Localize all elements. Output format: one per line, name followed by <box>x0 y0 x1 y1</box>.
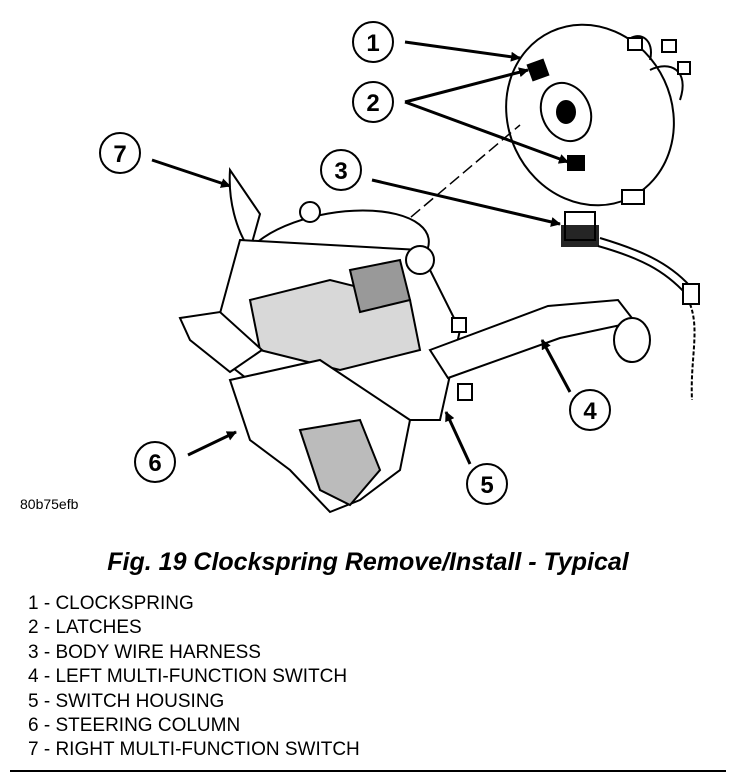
leader-arrows <box>151 40 572 465</box>
steering-column-illustration <box>178 167 473 514</box>
arrow-7 <box>151 158 231 188</box>
arrow-2b <box>404 100 569 164</box>
legend-item-body-wire-harness: 3 - BODY WIRE HARNESS <box>28 641 261 663</box>
callout-6: 6 <box>134 441 176 483</box>
legend-item-latches: 2 - LATCHES <box>28 617 142 639</box>
legend-item-clockspring: 1 - CLOCKSPRING <box>28 593 194 614</box>
callout-4: 4 <box>569 389 611 431</box>
figure-reference-code: 80b75efb <box>20 496 79 512</box>
legend-item-switch-housing: 5 - SWITCH HOUSING <box>28 690 225 712</box>
svg-text:2: 2 <box>366 90 379 117</box>
body-wire-harness-illustration <box>561 211 700 401</box>
callout-3: 3 <box>320 149 362 191</box>
callout-5: 5 <box>466 463 508 505</box>
arrow-2a <box>404 67 529 104</box>
alignment-line <box>371 124 521 251</box>
bottom-divider <box>10 770 726 772</box>
legend-item-right-multi-function-switch: 7 - RIGHT MULTI-FUNCTION SWITCH <box>28 739 360 761</box>
clockspring-illustration <box>505 23 691 207</box>
legend-item-steering-column: 6 - STEERING COLUMN <box>28 715 241 737</box>
svg-text:5: 5 <box>480 472 493 499</box>
svg-text:7: 7 <box>113 141 126 168</box>
arrow-6 <box>187 430 237 457</box>
svg-text:3: 3 <box>334 158 347 185</box>
figure-caption: Fig. 19 Clockspring Remove/Install - Typ… <box>107 548 629 576</box>
legend-item-left-multi-function-switch: 4 - LEFT MULTI-FUNCTION SWITCH <box>28 666 348 688</box>
callout-1: 1 <box>352 21 394 63</box>
svg-text:6: 6 <box>148 450 161 477</box>
left-multi-function-switch-illustration <box>428 298 651 380</box>
arrow-5 <box>444 411 472 465</box>
arrow-4 <box>540 339 572 393</box>
svg-text:1: 1 <box>366 30 379 57</box>
callout-2: 2 <box>352 81 394 123</box>
arrow-3 <box>371 178 561 227</box>
callout-7: 7 <box>99 132 141 174</box>
svg-text:4: 4 <box>583 398 597 425</box>
clockspring-diagram: 1 2 3 4 5 6 7 <box>99 21 700 514</box>
legend-list: 1 - CLOCKSPRING 2 - LATCHES 3 - BODY WIR… <box>28 592 360 763</box>
arrow-1 <box>404 40 521 62</box>
